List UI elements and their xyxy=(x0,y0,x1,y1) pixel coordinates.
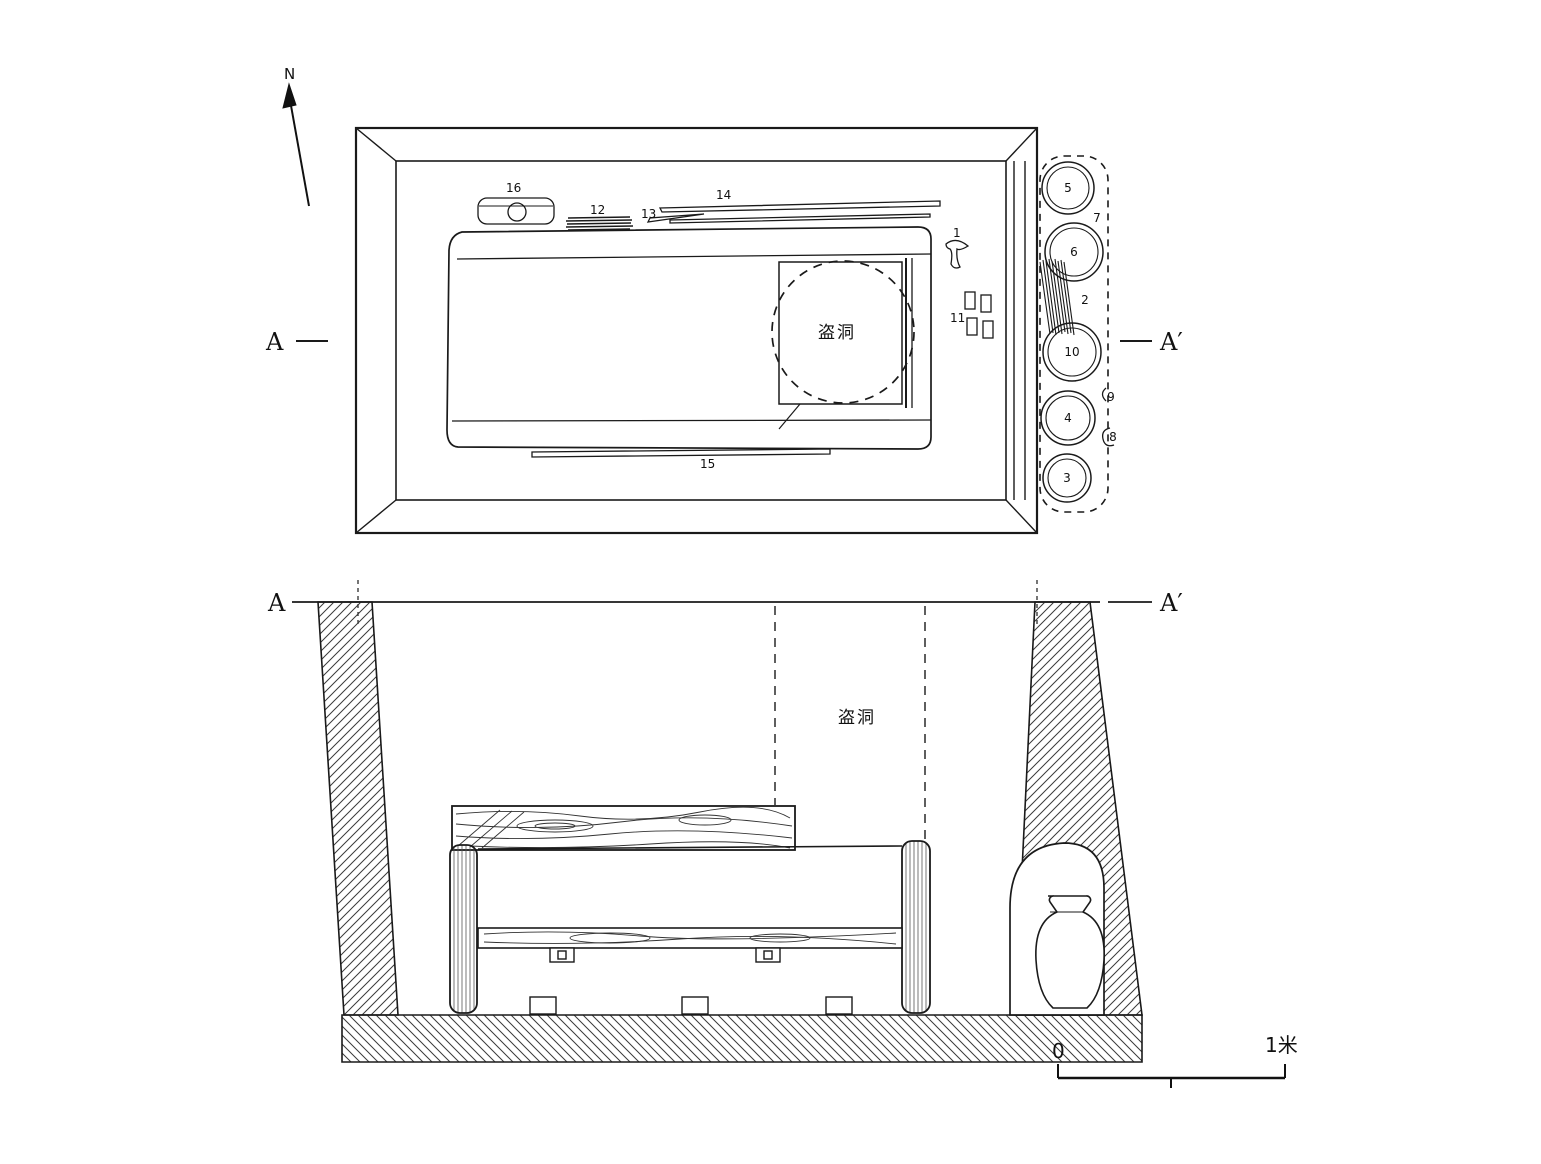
artifact-label-12: 12 xyxy=(590,203,605,217)
section-niche xyxy=(1009,842,1105,1016)
plan-niche xyxy=(1039,155,1115,513)
coffin-feet xyxy=(529,996,853,1015)
niche-arrow-bundle-2 xyxy=(1039,258,1075,336)
plan-inner-coffin xyxy=(778,258,913,430)
artifact-1-object xyxy=(945,239,970,269)
artifact-11-plaques xyxy=(964,291,994,339)
artifact-label-14: 14 xyxy=(716,188,731,202)
niche-label-5: 5 xyxy=(1064,181,1072,195)
plan-robber-hole-label: 盗洞 xyxy=(818,323,856,343)
scale-bar xyxy=(1057,1064,1286,1088)
plan-artifacts xyxy=(477,197,994,458)
section-robber-hole-label: 盗洞 xyxy=(838,708,876,728)
artifact-label-11: 11 xyxy=(950,311,965,325)
artifact-label-13: 13 xyxy=(641,207,656,221)
niche-label-9: 9 xyxy=(1107,390,1115,404)
section-view xyxy=(292,580,1152,1063)
niche-label-10: 10 xyxy=(1064,345,1079,359)
niche-item-9 xyxy=(1101,387,1107,402)
niche-item-8 xyxy=(1102,427,1115,447)
section-marker-left-label: A xyxy=(267,589,286,617)
section-coffin xyxy=(449,805,931,1015)
plan-artifact-numbers: 16 12 13 14 1 11 15 xyxy=(506,181,965,471)
plan-view xyxy=(296,126,1152,535)
niche-vessel-4 xyxy=(1040,390,1096,446)
niche-label-7: 7 xyxy=(1093,211,1101,225)
section-left-wall xyxy=(317,601,399,1016)
section-marker-right-label: A′ xyxy=(1159,589,1183,617)
plan-robber-hole-outline xyxy=(771,260,915,404)
artifact-13-needle xyxy=(669,213,931,224)
plan-niche-numbers: 5 7 6 2 10 9 4 8 3 xyxy=(1063,181,1117,485)
scale-unit-label: 1米 xyxy=(1265,1033,1298,1057)
artifact-12-slips xyxy=(565,216,634,231)
niche-label-3: 3 xyxy=(1063,471,1071,485)
coffin-lid xyxy=(451,805,796,851)
north-arrow xyxy=(282,82,310,207)
coffin-end-board-right xyxy=(901,840,931,1014)
niche-vessel-5 xyxy=(1041,161,1095,215)
niche-label-4: 4 xyxy=(1064,411,1072,425)
coffin-floor-plank xyxy=(477,927,903,949)
plan-coffin xyxy=(446,226,932,450)
artifact-14-rod xyxy=(658,200,941,213)
artifact-label-15: 15 xyxy=(700,457,715,471)
coffin-plank-supports xyxy=(549,947,781,963)
artifact-label-1: 1 xyxy=(953,226,961,240)
niche-label-6: 6 xyxy=(1070,245,1078,259)
scale-zero-label: 0 xyxy=(1052,1039,1065,1063)
section-floor xyxy=(341,1014,1143,1063)
niche-label-2: 2 xyxy=(1081,293,1089,307)
artifact-16-box xyxy=(477,197,555,225)
artifact-13-awl xyxy=(646,213,705,223)
north-label: N xyxy=(284,65,295,83)
coffin-end-board-left xyxy=(449,844,478,1014)
artifact-label-16: 16 xyxy=(506,181,521,195)
plan-marker-right-label: A′ xyxy=(1159,328,1183,356)
niche-vessel-3 xyxy=(1042,453,1092,503)
niche-label-8: 8 xyxy=(1109,430,1117,444)
niche-vessel-6 xyxy=(1044,222,1104,282)
plan-marker-left-label: A xyxy=(265,328,284,356)
north-arrow-head xyxy=(282,82,297,109)
artifact-15-rod xyxy=(531,448,831,458)
